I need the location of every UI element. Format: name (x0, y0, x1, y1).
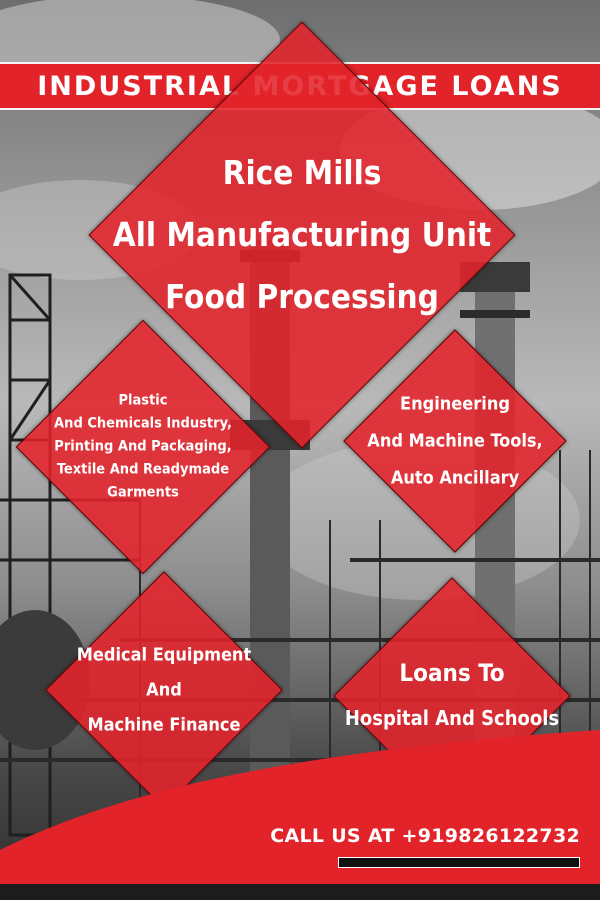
call-underline-bar (338, 857, 580, 868)
diamond-top-line-1: Rice Mills (222, 153, 382, 192)
diamond-right-line-2: And Machine Tools, (367, 430, 543, 452)
diamond-bottom-left-line-2: And (146, 679, 182, 701)
diamond-bottom-right-line-1: Loans To (399, 659, 505, 687)
diamond-left-line-1: Plastic (118, 392, 168, 409)
diamond-bottom-left-line-1: Medical Equipment (76, 644, 252, 666)
footer-strip (0, 884, 600, 900)
diamond-top: Rice Mills All Manufacturing Unit Food P… (88, 21, 516, 449)
call-us-text[interactable]: CALL US AT +919826122732 (270, 825, 580, 847)
diamond-left: Plastic And Chemicals Industry, Printing… (15, 319, 271, 575)
diamond-top-line-2: All Manufacturing Unit (112, 215, 492, 254)
bottom-red-wave (0, 730, 600, 900)
diamond-bottom-right-line-2: Hospital And Schools (344, 706, 560, 730)
diamond-right-line-3: Auto Ancillary (390, 467, 520, 489)
diamond-left-line-2: And Chemicals Industry, (54, 415, 232, 432)
diamond-bottom-right: Loans To Hospital And Schools (333, 577, 571, 815)
diamond-top-line-3: Food Processing (165, 277, 439, 316)
diamond-bottom-left: Medical Equipment And Machine Finance (45, 571, 283, 809)
diamond-left-line-4: Textile And Readymade (56, 461, 230, 478)
diamond-right-line-1: Engineering (400, 393, 510, 415)
diamond-left-line-3: Printing And Packaging, (54, 438, 232, 455)
diamond-left-line-5: Garments (107, 484, 179, 501)
diamond-bottom-left-line-3: Machine Finance (87, 714, 241, 736)
diamond-right: Engineering And Machine Tools, Auto Anci… (343, 329, 567, 553)
